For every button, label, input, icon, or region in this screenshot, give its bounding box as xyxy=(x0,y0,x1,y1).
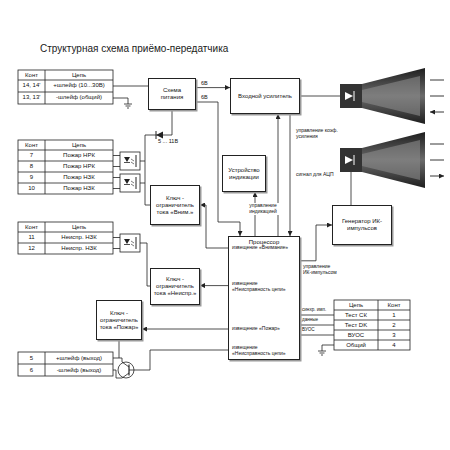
table-cell: 5 xyxy=(18,355,45,362)
table-cell: 11 xyxy=(18,234,45,241)
table-cell: Конт xyxy=(18,72,45,79)
table-cell: Конт xyxy=(18,142,45,149)
table-cell: 13, 13' xyxy=(18,94,45,101)
table-cell: Пожар НРК xyxy=(45,152,113,159)
signal-label: 5 ... 11В xyxy=(158,138,178,144)
diode-symbol xyxy=(156,131,163,139)
table-cell: 10 xyxy=(18,185,45,192)
block-title: Входной усилитель xyxy=(238,93,292,100)
table-grids xyxy=(18,70,410,376)
table-cell: Неиспр. НЗК xyxy=(45,234,113,241)
process-box: Ключ - ограничитель тока «Вним.» xyxy=(150,185,200,225)
table-cell: Тест СК xyxy=(334,312,378,319)
table-cell: Цепь xyxy=(45,142,113,149)
table-cell: Цепь xyxy=(45,72,113,79)
signal-name: извещение «Неисправность цепи» xyxy=(232,345,296,357)
process-box: Схема питания xyxy=(148,78,196,110)
table-cell: 1 xyxy=(378,312,410,319)
edge-label: сигнал для АЦП xyxy=(295,172,339,178)
process-box: Ключ - ограничитель тока «Пожар» xyxy=(96,300,142,340)
signal-name: извещение «Внимание» xyxy=(232,245,296,251)
signal-name: извещение «Пожар» xyxy=(232,326,296,332)
block-title: Ключ - ограничитель тока «Неиспр.» xyxy=(153,276,197,297)
connector xyxy=(196,87,230,88)
edge-label: управление коэф. усиления xyxy=(295,128,339,140)
processor-box: Процессоризвещение «Внимание»извещение «… xyxy=(228,236,300,360)
edge-label: управление ИК-импульсом xyxy=(302,264,338,276)
table-cell: Пожар НРК xyxy=(45,163,113,170)
table-cell: +шлейф (10...30В) xyxy=(45,82,113,89)
table-cell: 4 xyxy=(378,342,410,349)
table-cell: -шлейф (общий) xyxy=(45,94,113,101)
connector xyxy=(290,114,291,236)
ir-emitter-optics xyxy=(340,132,444,188)
signal-label: синхр. имп. xyxy=(302,307,326,312)
table-cell: Неиспр. НЗК xyxy=(45,245,113,252)
ir-receiver-optics xyxy=(340,68,444,124)
signal-name: извещение «Неисправность цепи» xyxy=(232,281,296,293)
process-box: Устройство индикации xyxy=(222,155,266,192)
table-cell: 12 xyxy=(18,245,45,252)
table-cell: 6 xyxy=(18,367,45,374)
table-cell: -шлейф (выход) xyxy=(45,367,113,374)
table-cell: 9 xyxy=(18,174,45,181)
table-cell: Пожар НЗК xyxy=(45,174,113,181)
edge-label: 6В xyxy=(200,80,209,86)
connector xyxy=(300,225,332,261)
signal-label: данные xyxy=(302,317,318,322)
table-cell: Пожар НЗК xyxy=(45,185,113,192)
connector xyxy=(200,285,228,286)
edge-label: 6В xyxy=(200,94,209,100)
table-cell: Цепь xyxy=(334,302,378,309)
edge-label: управление индикацией xyxy=(246,203,280,215)
block-title: Генератор ИК-импульсов xyxy=(335,218,389,232)
table-cell: 3 xyxy=(378,332,410,339)
optocoupler-symbols xyxy=(120,152,140,252)
connector xyxy=(200,205,228,248)
table-cell: 2 xyxy=(378,322,410,329)
wires xyxy=(113,86,351,378)
signal-label: ВУОС xyxy=(302,327,315,332)
table-cell: Тест DK xyxy=(334,322,378,329)
table-cell: ВУОС xyxy=(334,332,378,339)
table-cell: Конт xyxy=(378,302,410,309)
connector xyxy=(142,329,228,330)
process-box: Входной усилитель xyxy=(230,78,300,114)
process-box: Генератор ИК-импульсов xyxy=(332,205,392,245)
table-cell: +шлейф (выход) xyxy=(45,355,113,362)
table-cell: 7 xyxy=(18,152,45,159)
block-title: Ключ - ограничитель тока «Пожар» xyxy=(99,310,139,331)
diagram-title: Структурная схема приёмо-передатчика xyxy=(40,43,228,55)
table-cell: 8 xyxy=(18,163,45,170)
transistor-symbol xyxy=(118,362,134,378)
block-title: Схема питания xyxy=(151,87,193,101)
table-cell: Общий xyxy=(334,342,378,349)
block-title: Ключ - ограничитель тока «Вним.» xyxy=(153,195,197,216)
process-box: Ключ - ограничитель тока «Неиспр.» xyxy=(150,268,200,305)
table-cell: 14, 14' xyxy=(18,82,45,89)
table-cell: Конт xyxy=(18,224,45,231)
block-title: Устройство индикации xyxy=(225,167,263,181)
connector xyxy=(278,114,279,236)
table-cell: Цепь xyxy=(45,224,113,231)
